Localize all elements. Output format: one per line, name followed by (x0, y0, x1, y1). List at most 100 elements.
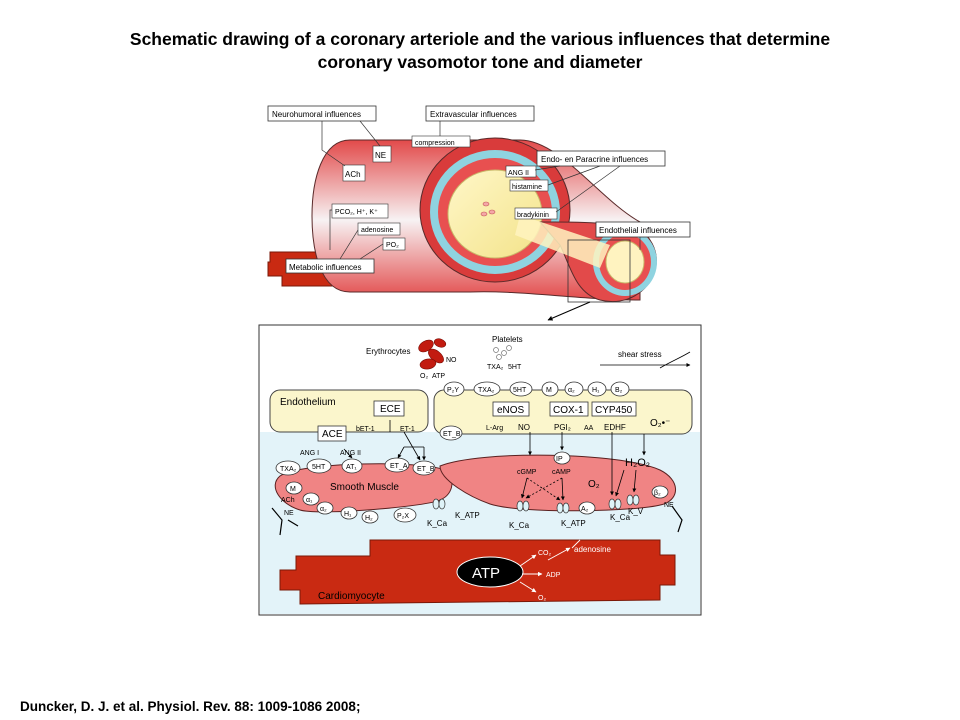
label-p2x: P₂X (397, 513, 409, 520)
label-endothelium: Endothelium (280, 397, 336, 408)
label-adenosine-cm: adenosine (574, 545, 611, 554)
label-ace: ACE (322, 429, 343, 440)
label-neurohumoral: Neurohumoral influences (272, 110, 361, 119)
label-cyp450: CYP450 (595, 405, 633, 416)
label-m-sm: M (290, 486, 296, 493)
label-o2-cm: O₂ (538, 595, 546, 602)
label-erythrocytes: Erythrocytes (366, 347, 410, 356)
label-kca-left: K_Ca (427, 519, 448, 528)
title-line-1: Schematic drawing of a coronary arteriol… (129, 29, 831, 49)
atp-oval (456, 556, 524, 588)
label-a2-rec: α₂ (568, 387, 575, 394)
label-ang2-top: ANG II (508, 170, 529, 177)
label-kca-mid: K_Ca (509, 521, 530, 530)
label-a1: α₁ (306, 497, 313, 504)
label-compression: compression (415, 140, 455, 147)
zoom-arrow (547, 301, 591, 321)
label-katp-mid: K_ATP (561, 519, 586, 528)
label-5ht-platelet: 5HT (508, 364, 522, 371)
label-txa2-platelet: TXA₂ (487, 364, 504, 371)
label-o2-sm: O₂ (588, 479, 600, 490)
label-pco2: PCO₂, H⁺, K⁺ (335, 209, 378, 216)
label-adp: ADP (546, 572, 561, 579)
figure-title: Schematic drawing of a coronary arteriol… (0, 28, 960, 74)
label-ach-sm: ACh (281, 497, 295, 504)
nerve-endings (271, 505, 683, 536)
label-5ht-sm: 5HT (312, 464, 326, 471)
label-eta: ET_A (390, 463, 408, 470)
label-a2r: A₂ (581, 506, 589, 513)
citation: Duncker, D. J. et al. Physiol. Rev. 88: … (20, 699, 361, 714)
label-shear-stress: shear stress (618, 350, 662, 359)
title-line-2: coronary vasomotor tone and diameter (317, 52, 643, 72)
cell-panel: Erythrocytes NO O₂ ATP Platelets TXA₂ 5H… (258, 324, 702, 616)
label-at1: AT₁ (346, 464, 357, 471)
label-aa: AA (584, 425, 594, 432)
label-b2r: β₂ (654, 490, 661, 497)
label-ang1: ANG I (300, 450, 319, 457)
label-kca-right: K_Ca (610, 513, 631, 522)
label-smooth-muscle: Smooth Muscle (330, 482, 399, 493)
blood-cells (480, 201, 496, 217)
label-endothelial: Endothelial influences (599, 226, 677, 235)
lumen-channel (515, 215, 610, 268)
atp-arrows (519, 539, 581, 593)
erythrocytes (418, 338, 447, 370)
label-extravascular: Extravascular influences (430, 110, 517, 119)
label-ece: ECE (380, 404, 401, 415)
label-etb-endo: ET_B (443, 431, 461, 438)
platelets (493, 345, 512, 360)
label-h2: H₂ (365, 515, 373, 522)
front-lumen (605, 240, 645, 284)
label-platelets: Platelets (492, 335, 523, 344)
label-katp-left: K_ATP (455, 511, 480, 520)
label-txa2-sm: TXA₂ (280, 466, 297, 473)
label-pgi2: PGI₂ (554, 423, 571, 432)
zoom-box (567, 239, 631, 303)
ion-channels (432, 494, 640, 514)
label-ne-top: NE (375, 151, 386, 160)
label-h1-sm: H₁ (344, 511, 352, 518)
label-ne-sm: NE (284, 510, 294, 517)
label-o2-radical: O₂•⁻ (650, 418, 670, 429)
label-bet1: bET-1 (356, 426, 375, 433)
label-b2-rec: B₂ (615, 387, 623, 394)
signal-arrows (343, 420, 646, 501)
label-kv: K_V (628, 507, 644, 516)
label-metabolic: Metabolic influences (289, 263, 361, 272)
label-adenosine-top: adenosine (361, 227, 393, 234)
label-co2: CO₂ (538, 550, 552, 557)
label-atp-eryth: ATP (432, 373, 445, 380)
label-h2o2: H₂O₂ (625, 457, 650, 469)
top-labels: Neurohumoral influences Extravascular in… (267, 105, 691, 274)
label-cardiomyocyte: Cardiomyocyte (318, 591, 385, 602)
endo-receptors (443, 381, 630, 397)
label-txa2-rec: TXA₂ (478, 387, 495, 394)
label-atp-big: ATP (472, 565, 500, 582)
label-bradykinin: bradykinin (517, 212, 549, 219)
label-ip: IP (556, 456, 563, 463)
label-p2y: P₂Y (447, 387, 459, 394)
label-ne-right: NE (664, 502, 674, 509)
label-m-rec: M (546, 387, 552, 394)
label-5ht-rec: 5HT (513, 387, 527, 394)
label-histamine: histamine (512, 184, 542, 191)
label-edhf: EDHF (604, 423, 626, 432)
label-ach-top: ACh (345, 170, 361, 179)
label-cox1: COX-1 (553, 405, 584, 416)
label-endo-paracrine: Endo- en Paracrine influences (541, 155, 648, 164)
label-cgmp: cGMP (517, 469, 537, 476)
shear-curve (659, 351, 691, 369)
endothelium-left (269, 389, 429, 433)
sm-left-receptors (275, 457, 436, 524)
label-h1-rec: H₁ (592, 387, 600, 394)
label-camp: cAMP (552, 469, 571, 476)
label-etb-sm: ET_B (417, 466, 435, 473)
label-enos: eNOS (497, 405, 525, 416)
label-po2: PO₂ (386, 242, 399, 249)
label-a2-sm: α₂ (320, 506, 327, 513)
label-et1: ET-1 (400, 426, 415, 433)
label-no-eryth: NO (446, 357, 457, 364)
label-no-endo: NO (518, 423, 530, 432)
